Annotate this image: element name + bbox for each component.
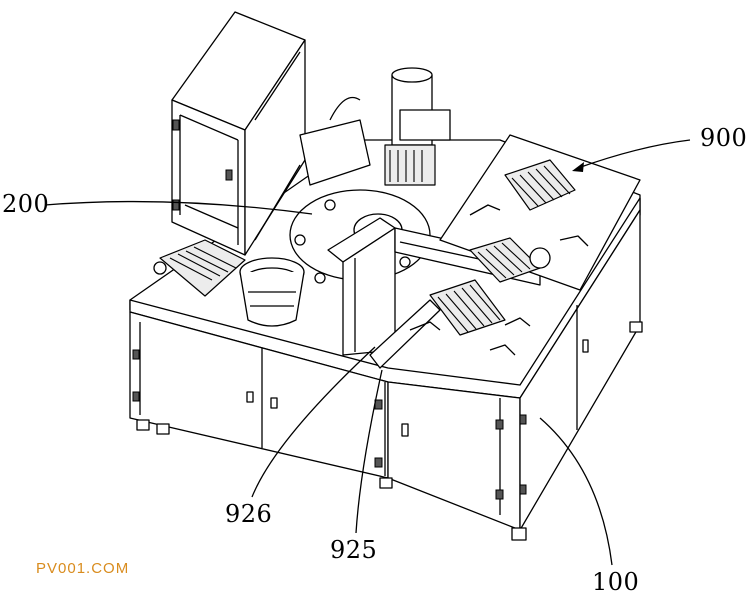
watermark-text: PV001.COM [36, 560, 130, 577]
callout-926: 926 [225, 500, 272, 528]
right-platform-900 [409, 134, 641, 356]
left-tower [153, 11, 306, 297]
gantry-925 [327, 217, 541, 369]
callout-900: 900 [700, 124, 747, 152]
callout-200: 200 [2, 190, 49, 218]
callout-100: 100 [592, 568, 639, 596]
callout-925: 925 [330, 536, 377, 564]
leader-lines [44, 139, 691, 566]
vibratory-bowl [239, 257, 305, 327]
top-press [299, 67, 451, 186]
